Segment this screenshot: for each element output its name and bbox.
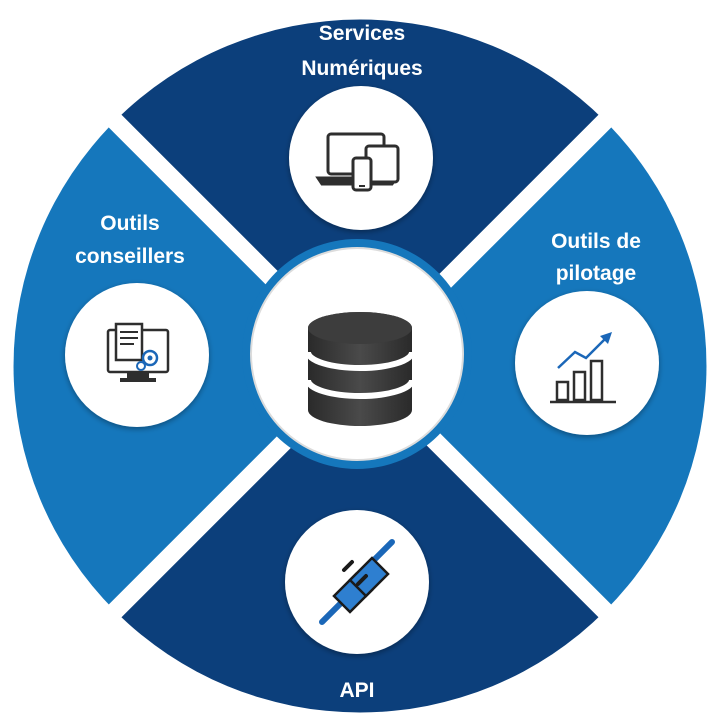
services-label-line2: Numériques bbox=[301, 57, 422, 80]
conseillers-label-line1: Outils bbox=[100, 212, 160, 235]
services-label-line1: Services bbox=[319, 22, 405, 45]
outils-conseillers-node: Outils conseillers bbox=[65, 212, 209, 427]
plug-connector-icon bbox=[319, 539, 395, 625]
growth-chart-icon bbox=[550, 332, 616, 404]
center-hub bbox=[242, 239, 472, 469]
database-icon bbox=[305, 312, 415, 426]
services-numeriques-node: Services Numériques bbox=[289, 22, 433, 230]
api-node: API bbox=[285, 510, 429, 702]
monitor-settings-icon bbox=[106, 322, 170, 382]
devices-icon bbox=[315, 132, 400, 192]
outils-pilotage-node: Outils de pilotage bbox=[515, 230, 659, 435]
pilotage-label-line2: pilotage bbox=[556, 262, 637, 285]
api-label: API bbox=[339, 679, 374, 702]
pilotage-label-line1: Outils de bbox=[551, 230, 641, 253]
conseillers-label-line2: conseillers bbox=[75, 245, 185, 268]
